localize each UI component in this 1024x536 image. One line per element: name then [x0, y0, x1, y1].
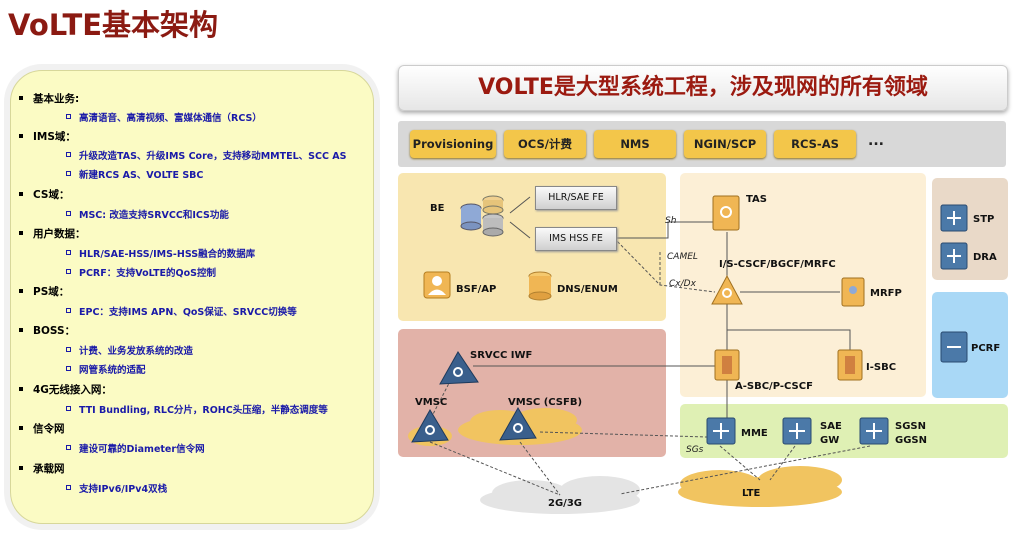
category-signaling: 信令网	[19, 423, 65, 435]
gw-label: GW	[820, 435, 840, 446]
app-ocs-billing: OCS/计费	[504, 130, 586, 158]
interface-camel: CAMEL	[667, 252, 698, 262]
headline-text: VOLTE是大型系统工程，涉及现网的所有领域	[478, 75, 928, 100]
mrfp-label: MRFP	[870, 288, 902, 299]
page-title: VoLTE基本架构	[8, 8, 219, 42]
sgsn-label: SGSN	[895, 421, 926, 432]
category-ps: PS域：	[18, 286, 70, 298]
app-rcs-as: RCS-AS	[774, 130, 856, 158]
cloud-lte-label: LTE	[742, 488, 761, 499]
link-be-hss	[509, 221, 531, 239]
link-cscf-isbc	[726, 302, 851, 350]
list-item: 支持IPv6/IPv4双栈	[65, 481, 167, 495]
sae-gw-switch-icon	[782, 417, 812, 445]
link-hss-tas	[614, 221, 720, 239]
list-item: PCRF：支持VoLTE的QoS控制	[66, 265, 216, 279]
app-provisioning: Provisioning	[410, 130, 496, 158]
category-cs: CS域：	[18, 189, 70, 201]
sgsn-switch-icon	[859, 417, 889, 445]
ims-hss-fe-box: IMS HSS FE	[535, 227, 617, 251]
isbc-label: I-SBC	[866, 362, 897, 373]
mme-label: MME	[741, 428, 768, 439]
category-bearer: 承载网	[19, 463, 65, 475]
srvcc-iwf-label: SRVCC IWF	[470, 350, 533, 361]
link-be-hlr	[509, 196, 531, 214]
link-vmsc-2g3g	[429, 441, 561, 496]
more-apps-ellipsis: ...	[868, 133, 884, 149]
bsf-user-icon	[423, 271, 451, 299]
be-label: BE	[430, 203, 445, 214]
link-mme-lte	[719, 445, 761, 481]
list-item: 计费、业务发放系统的改造	[65, 343, 193, 357]
category-4g-ran: 4G无线接入网：	[19, 384, 112, 396]
application-layer-strip: Provisioning OCS/计费 NMS NGIN/SCP RCS-AS …	[398, 121, 1006, 167]
pcrf-server-icon	[940, 331, 968, 363]
cscf-router-icon	[711, 274, 743, 305]
link-cxdx	[613, 237, 716, 293]
category-user-data: 用户数据：	[19, 228, 86, 240]
dra-switch-icon	[940, 242, 968, 270]
srvcc-iwf-icon	[439, 351, 479, 385]
cloud-2g3g-shape	[480, 476, 640, 514]
list-item: HLR/SAE-HSS/IMS-HSS融合的数据库	[65, 246, 255, 260]
dns-enum-label: DNS/ENUM	[557, 284, 618, 295]
link-sgs	[539, 431, 708, 438]
stp-label: STP	[973, 214, 995, 225]
app-ngin-scp: NGIN/SCP	[684, 130, 766, 158]
list-item: 高清语音、高清视频、富媒体通信（RCS）	[66, 110, 262, 124]
list-item: 升级改造TAS、升级IMS Core，支持移动MMTEL、SCC AS	[65, 148, 346, 162]
bsf-ap-label: BSF/AP	[456, 284, 497, 295]
list-item: 建设可靠的Diameter信令网	[66, 441, 205, 455]
category-ims: IMS域：	[19, 131, 76, 143]
interface-sgs: SGs	[686, 445, 704, 455]
list-item: MSC: 改造支持SRVCC和ICS功能	[66, 207, 229, 221]
ggsn-label: GGSN	[895, 435, 927, 446]
cloud-lte-shape	[678, 466, 842, 507]
cloud-2g3g-label: 2G/3G	[548, 498, 582, 509]
mme-switch-icon	[706, 417, 736, 445]
dra-label: DRA	[973, 252, 997, 263]
stp-switch-icon	[940, 204, 968, 232]
list-item: EPC：支持IMS APN、QoS保证、SRVCC切换等	[66, 304, 297, 318]
cscf-label: I/S-CSCF/BGCF/MRFC	[719, 259, 836, 270]
tas-server-icon	[712, 195, 740, 231]
vmsc-csfb-icon	[499, 407, 537, 441]
app-nms: NMS	[594, 130, 676, 158]
link-csfb-2g3g	[519, 441, 561, 496]
interface-cxdx: Cx/Dx	[669, 279, 696, 289]
sbc-server-icon	[714, 349, 740, 381]
dns-database-icon	[528, 271, 552, 301]
category-boss: BOSS：	[18, 325, 76, 337]
feature-list-panel: 基本业务: 高清语音、高清视频、富媒体通信（RCS） IMS域： 升级改造TAS…	[10, 70, 374, 524]
category-basic-service: 基本业务:	[18, 93, 80, 105]
list-item: 网管系统的适配	[66, 362, 146, 376]
link-saegw-lte	[769, 445, 796, 481]
hlr-sae-fe-box: HLR/SAE FE	[535, 186, 617, 210]
pcrf-label: PCRF	[971, 343, 1001, 354]
list-item: 新建RCS AS、VOLTE SBC	[65, 167, 203, 181]
tas-label: TAS	[746, 194, 767, 205]
vmsc-icon	[411, 409, 449, 443]
sae-label: SAE	[820, 421, 842, 432]
be-database-icon	[460, 195, 504, 237]
vmsc-label: VMSC	[415, 397, 448, 408]
isbc-server-icon	[837, 349, 863, 381]
link-sgsn-2g3g	[619, 445, 871, 495]
headline-banner: VOLTE是大型系统工程，涉及现网的所有领域	[398, 65, 1008, 111]
mrfp-server-icon	[841, 277, 865, 307]
sbc-label: A-SBC/P-CSCF	[735, 381, 813, 392]
list-item: TTI Bundling, RLC分片，ROHC头压缩，半静态调度等	[66, 402, 328, 416]
interface-sh: Sh	[665, 216, 677, 226]
vmsc-csfb-label: VMSC (CSFB)	[508, 397, 583, 408]
